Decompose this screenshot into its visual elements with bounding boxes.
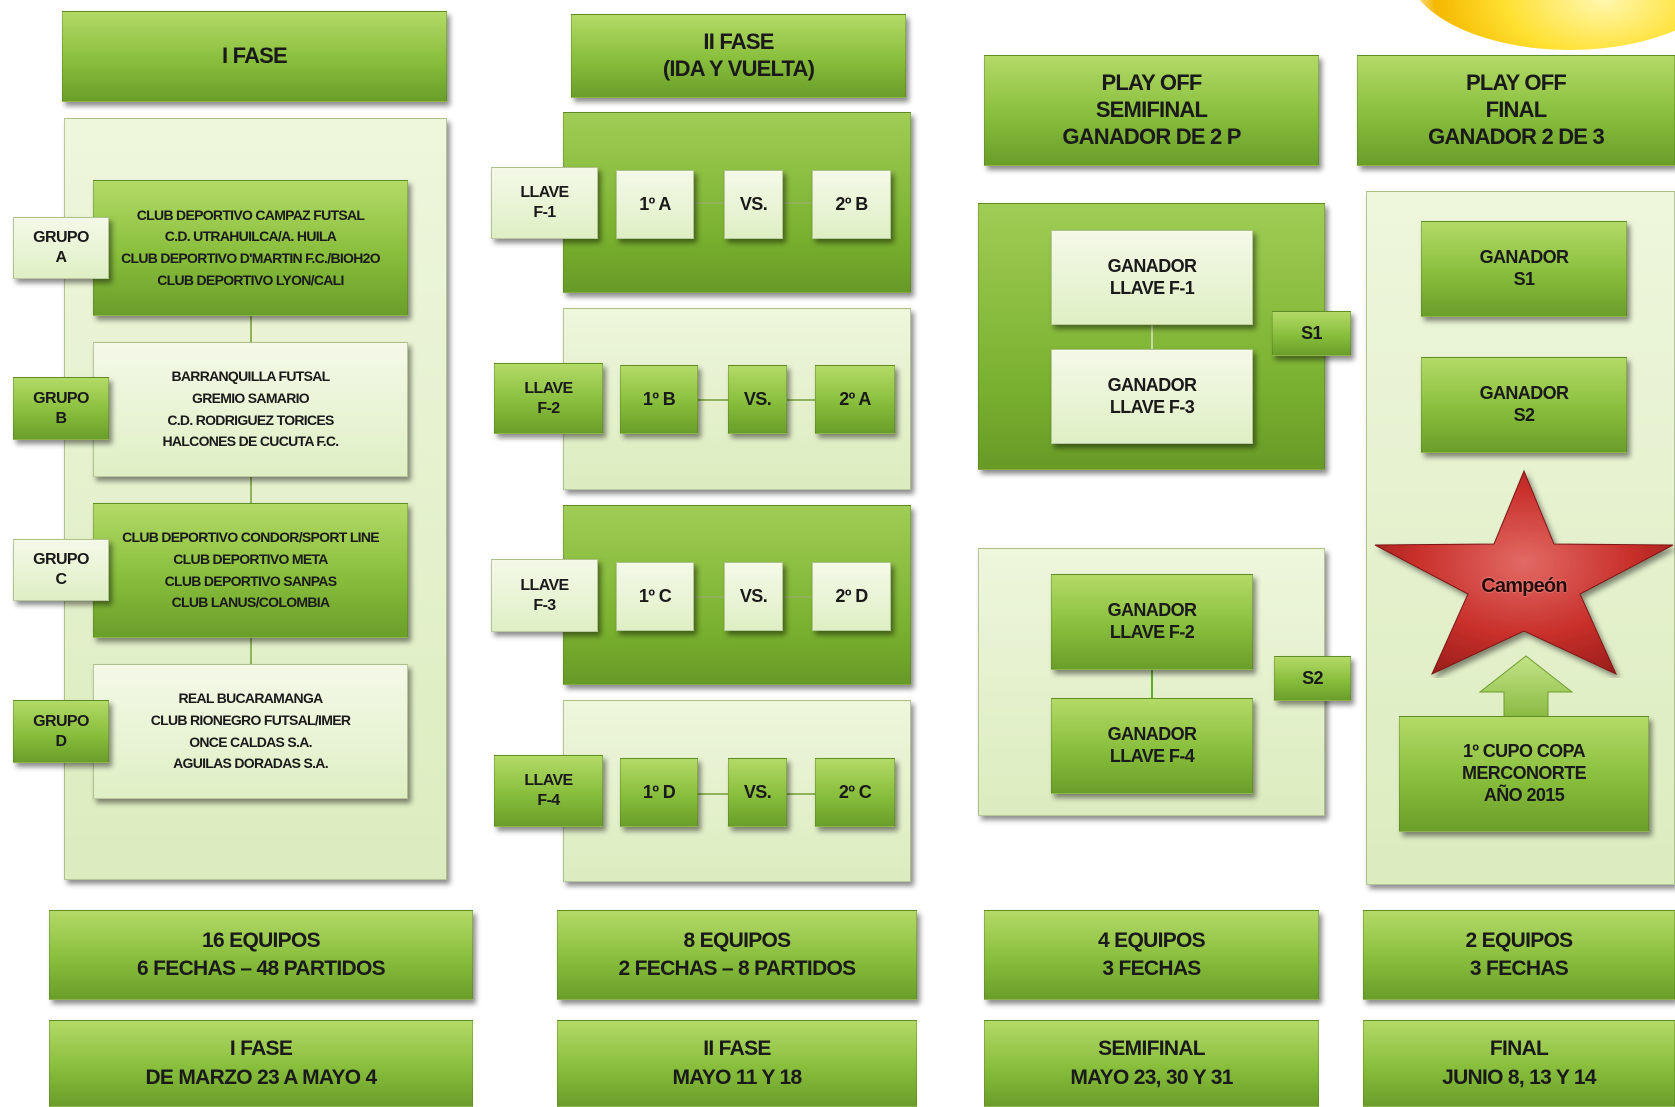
connector (693, 202, 879, 204)
key-f4-home: 1º D (620, 758, 698, 827)
key-f1-home: 1º A (616, 170, 694, 239)
connector (250, 316, 252, 342)
decorative-swoosh (1405, 0, 1675, 50)
connector (693, 596, 879, 598)
connector (697, 793, 881, 795)
phase2-header: II FASE(IDA Y VUELTA) (571, 14, 906, 98)
phase1-header: I FASE (62, 11, 447, 102)
connector (1151, 670, 1153, 698)
key-f3-away: 2º D (812, 562, 891, 631)
champion-label: Campeón (1481, 575, 1567, 597)
s1-tag: S1 (1272, 311, 1351, 356)
champion-star-icon (1374, 469, 1674, 676)
key-f4-vs: VS. (728, 758, 787, 827)
connector (697, 399, 881, 401)
key-f3-home: 1º C (616, 562, 694, 631)
connector (250, 638, 252, 664)
connector (250, 477, 252, 503)
key-f2-home: 1º B (620, 365, 698, 434)
key-f2-vs: VS. (728, 365, 787, 434)
key-f3-vs: VS. (724, 562, 783, 631)
key-f4-away: 2º C (815, 758, 895, 827)
s2-tag: S2 (1274, 656, 1351, 701)
key-f1-vs: VS. (724, 170, 783, 239)
key-f1-away: 2º B (812, 170, 891, 239)
connector (1151, 325, 1153, 349)
key-f2-away: 2º A (815, 365, 895, 434)
